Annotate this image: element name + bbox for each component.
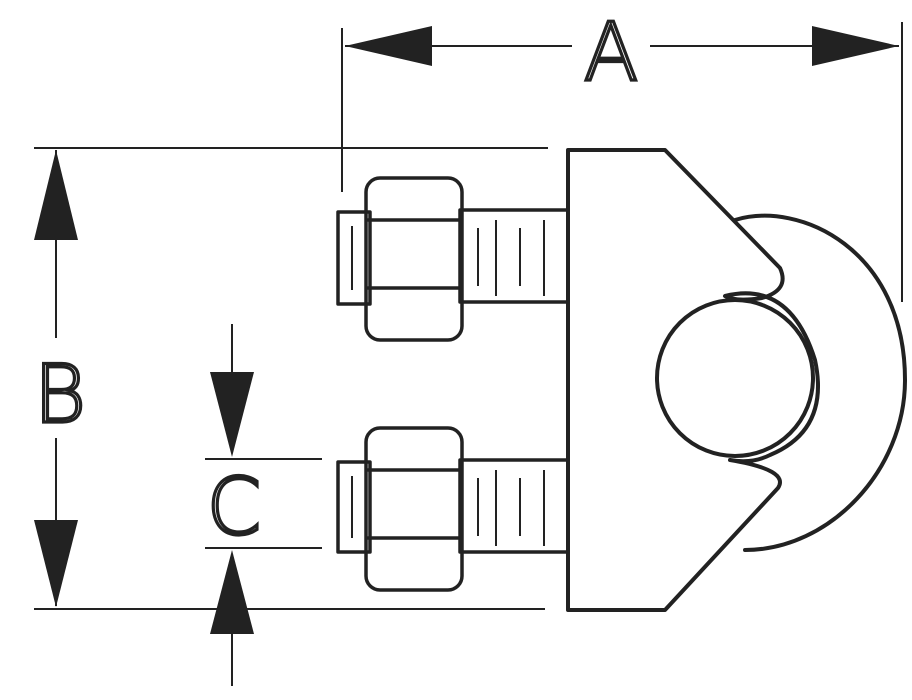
u-bolt-loop bbox=[733, 213, 907, 552]
upper-bolt-thread bbox=[458, 208, 570, 304]
lower-hex-nut bbox=[364, 426, 464, 592]
wire-rope-section bbox=[655, 298, 815, 458]
dimension-b: B bbox=[32, 147, 548, 610]
dimension-b-arrowhead-top bbox=[34, 150, 78, 240]
upper-bolt-assembly bbox=[336, 176, 570, 342]
lower-bolt-end bbox=[336, 460, 372, 554]
lower-bolt-assembly bbox=[336, 426, 570, 592]
dimension-a-label: A bbox=[584, 6, 639, 99]
dimension-a: A bbox=[341, 4, 903, 302]
dimension-a-arrowhead-left bbox=[345, 26, 432, 66]
saddle-body bbox=[566, 148, 820, 612]
lower-bolt-thread bbox=[458, 458, 570, 554]
dimension-c-arrowhead-bottom bbox=[210, 550, 254, 634]
dimension-c-label: C bbox=[207, 463, 261, 553]
upper-bolt-end bbox=[336, 210, 372, 306]
dimension-a-arrowhead-right bbox=[812, 26, 899, 66]
dimension-c: C bbox=[205, 324, 322, 686]
upper-hex-nut bbox=[364, 176, 464, 342]
dimension-b-arrowhead-bottom bbox=[34, 520, 78, 607]
dimension-c-arrowhead-top bbox=[210, 372, 254, 457]
dimension-b-label: B bbox=[34, 348, 86, 441]
